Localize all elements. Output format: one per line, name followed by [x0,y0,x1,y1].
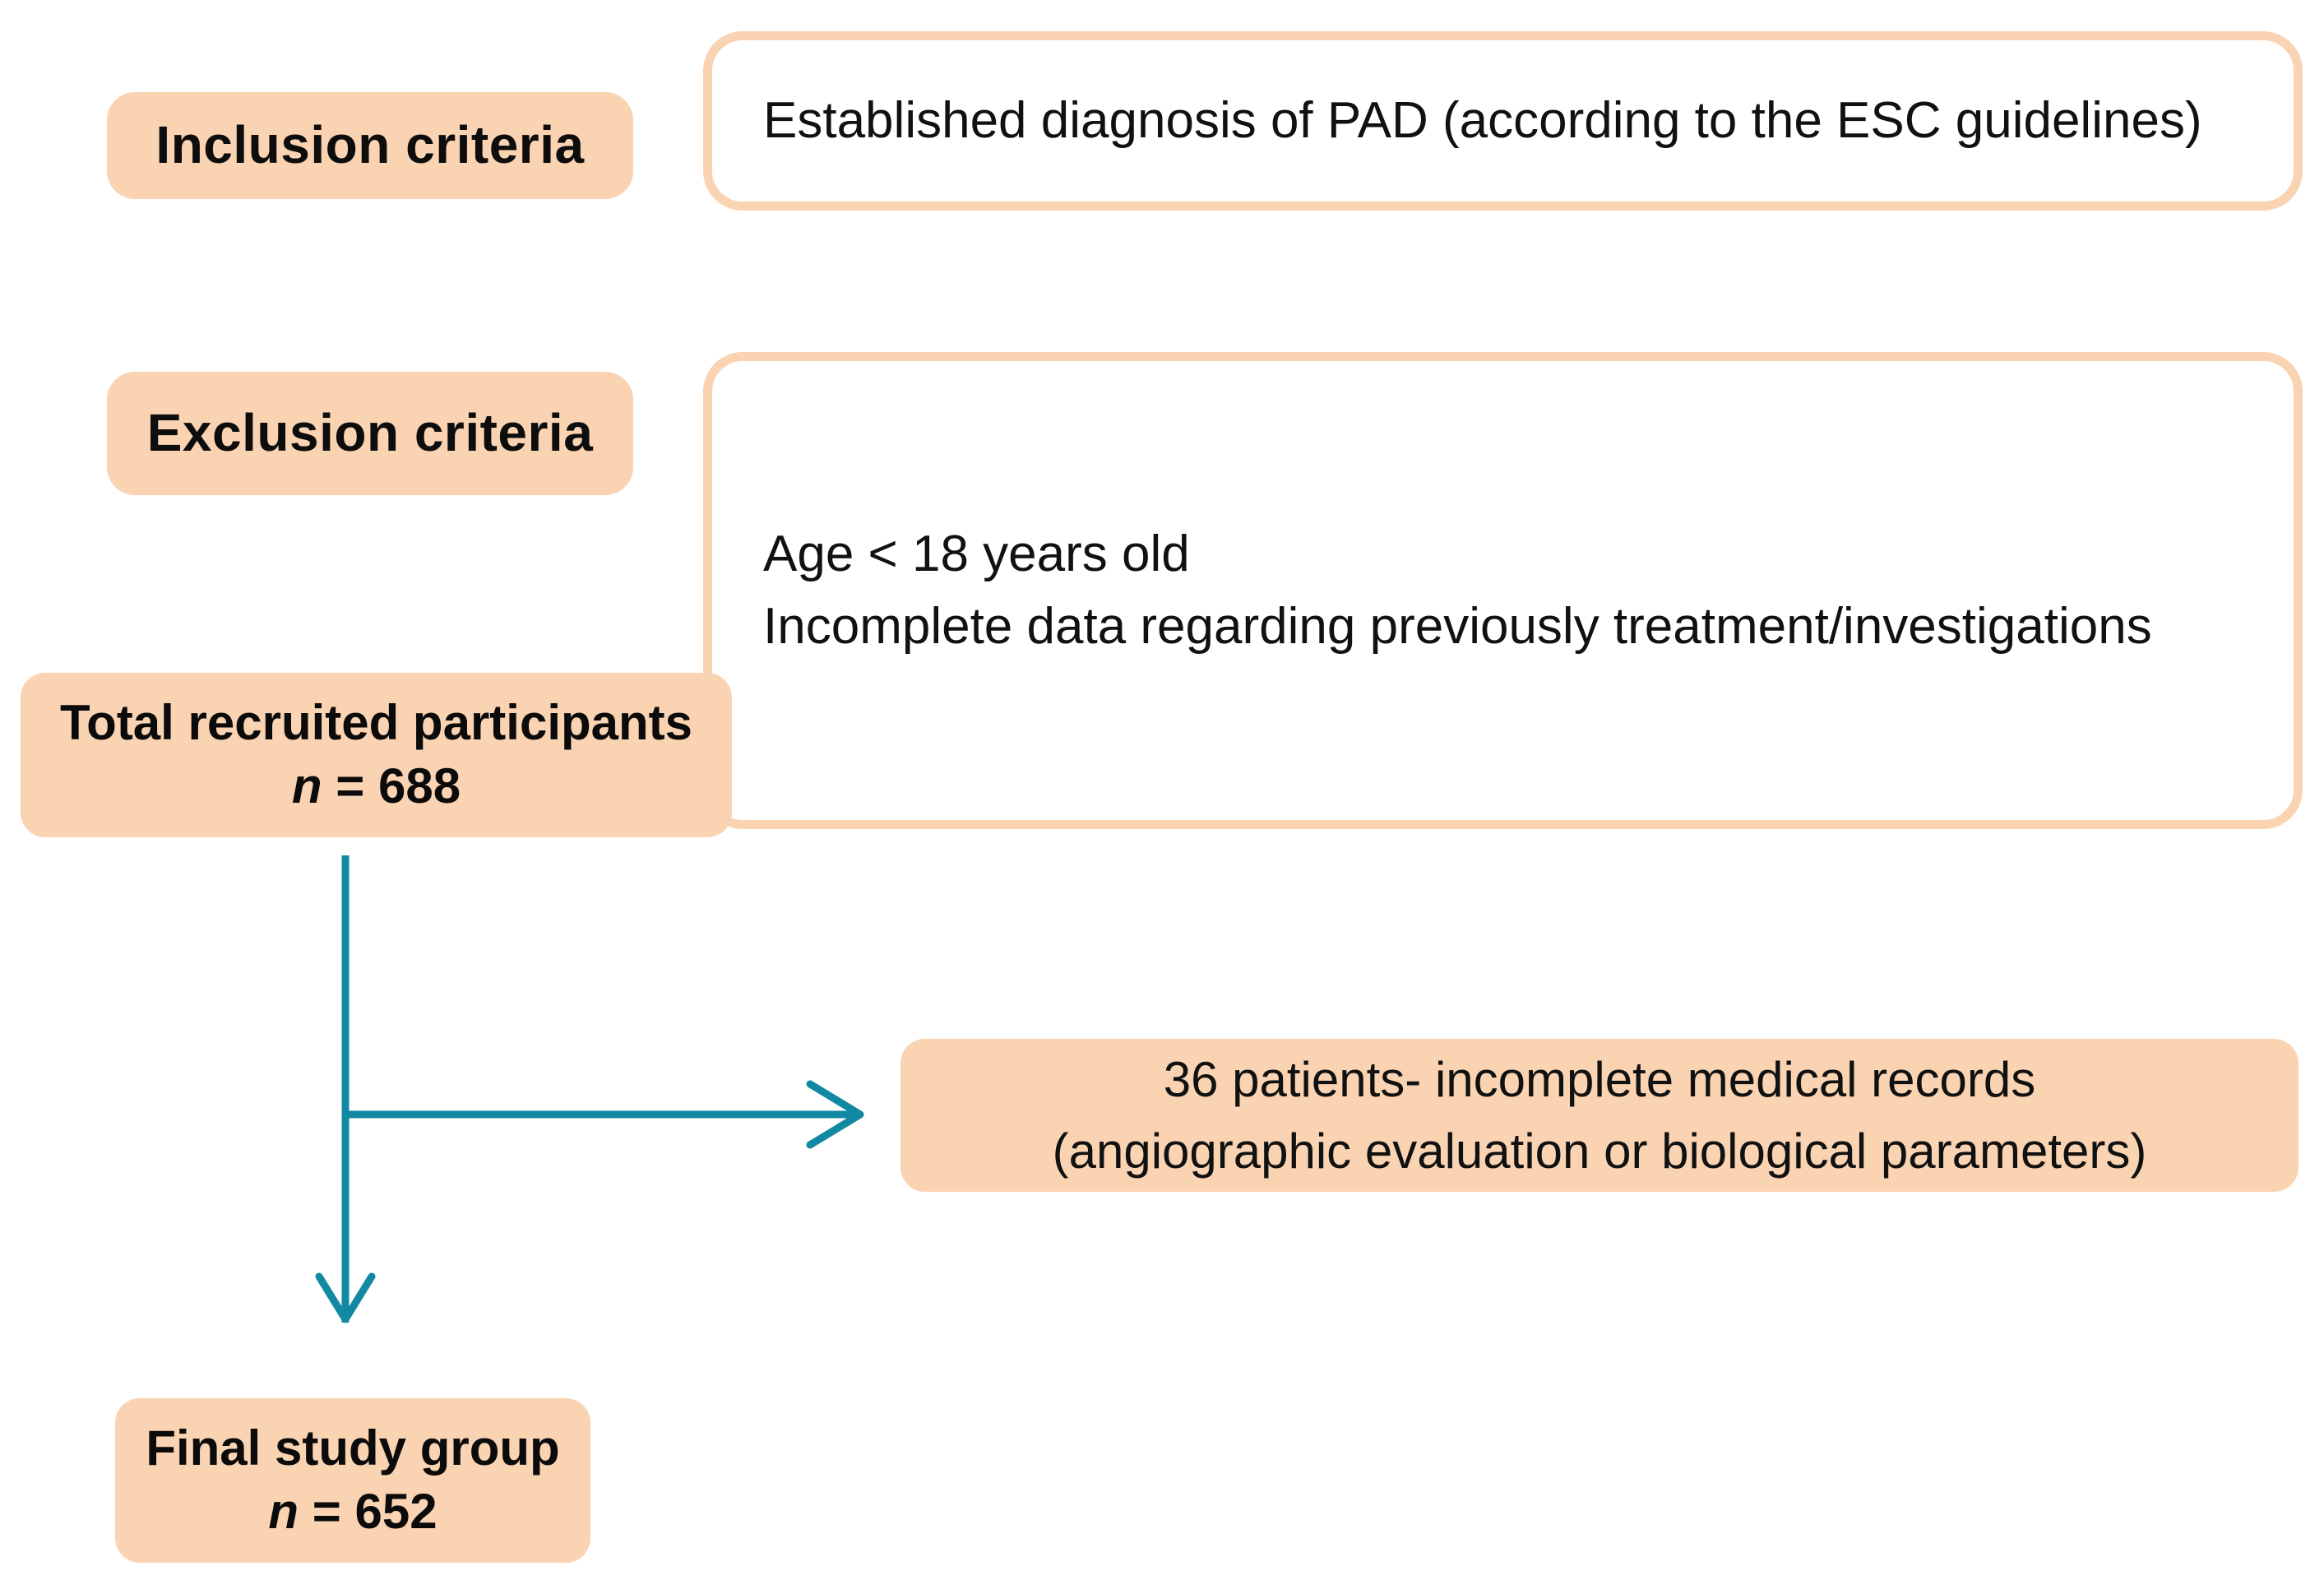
arrow-down-to-final-group [315,855,376,1323]
exclusion-criteria-label-box: Exclusion criteria [107,372,633,495]
final-study-group-count-value: 652 [354,1484,437,1539]
total-recruited-title: Total recruited participants [59,695,693,751]
arrow-right-head [806,1080,864,1149]
total-recruited-count-equals: = [322,758,378,813]
final-study-group-count-symbol: n [268,1484,299,1539]
arrow-down-head [315,1272,376,1323]
inclusion-criteria-list: Established diagnosis of PAD (according … [712,85,2294,157]
total-recruited-count-value: 688 [377,758,461,813]
final-study-group-count: n = 652 [268,1480,437,1544]
exclusion-criteria-label: Exclusion criteria [146,403,594,463]
total-recruited-count-symbol: n [291,758,322,813]
final-study-group-title: Final study group [146,1420,560,1476]
inclusion-criteria-item: Established diagnosis of PAD (according … [763,91,2202,149]
arrow-right-to-excluded-note [344,1080,864,1149]
inclusion-criteria-label: Inclusion criteria [155,115,585,175]
exclusion-criteria-item: Incomplete data regarding previously tre… [763,598,2152,655]
total-recruited-participants-box: Total recruited participants n = 688 [21,673,732,837]
exclusion-criteria-panel: Age < 18 years old Incomplete data regar… [703,352,2303,829]
exclusion-criteria-list: Age < 18 years old Incomplete data regar… [712,518,2294,663]
exclusion-criteria-item: Age < 18 years old [763,525,1190,582]
total-recruited-count: n = 688 [292,755,461,818]
final-study-group-box: Final study group n = 652 [115,1398,590,1563]
excluded-patients-note-line-2: (angiographic evaluation or biological p… [1052,1124,2147,1179]
inclusion-criteria-label-box: Inclusion criteria [107,92,633,199]
excluded-patients-note-line-1: 36 patients- incomplete medical records [1163,1052,2036,1107]
excluded-patients-note-box: 36 patients- incomplete medical records … [900,1039,2299,1192]
final-study-group-count-equals: = [299,1484,355,1539]
inclusion-criteria-panel: Established diagnosis of PAD (according … [703,31,2303,211]
